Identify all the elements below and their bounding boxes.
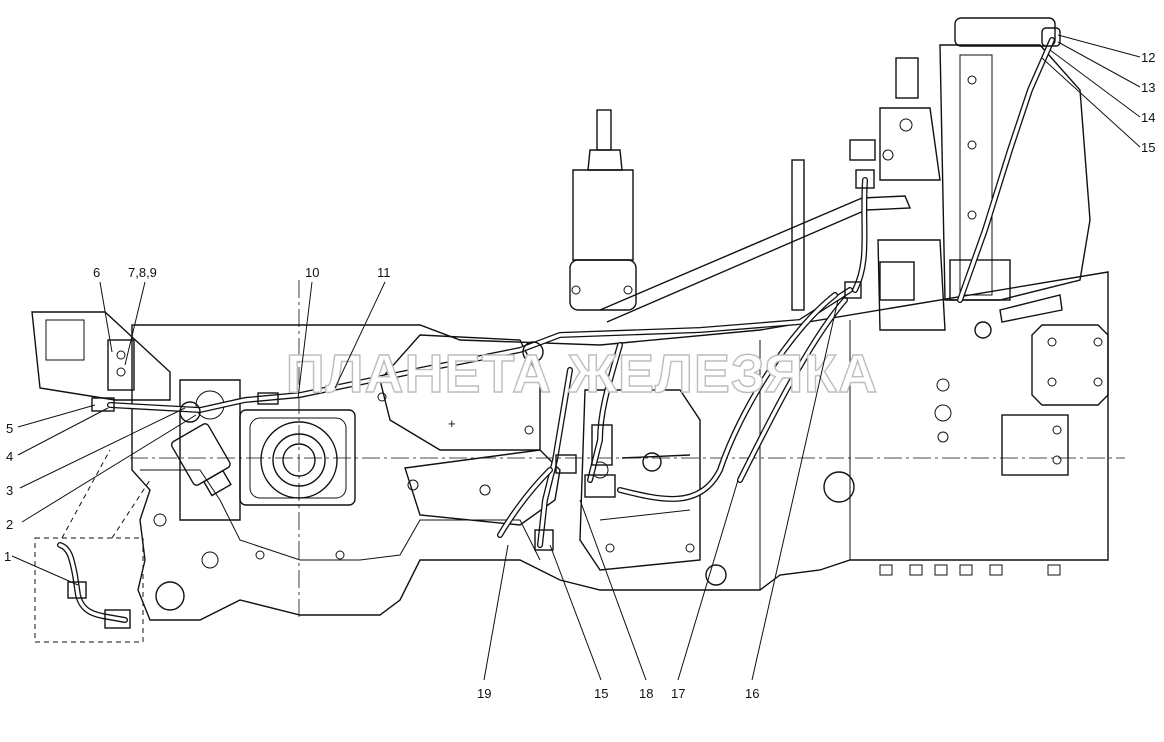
bottom-fasteners [879, 564, 1061, 576]
callout-labels: 1 2 3 4 5 6 7,8,9 10 11 12 13 14 15 19 1… [4, 50, 1155, 701]
callout-15-bottom: 15 [594, 686, 608, 701]
hydraulic-pipes [107, 37, 1055, 548]
callout-16: 16 [745, 686, 759, 701]
callout-2: 2 [6, 517, 13, 532]
bracket-cylinder [170, 423, 232, 497]
callout-14: 14 [1141, 110, 1155, 125]
hydraulic-cylinder [569, 109, 637, 311]
plus-mark: + [448, 416, 456, 431]
callout-12: 12 [1141, 50, 1155, 65]
detail-view [34, 449, 151, 643]
callout-13: 13 [1141, 80, 1155, 95]
callout-17: 17 [671, 686, 685, 701]
watermark: ПЛАНЕТА ЖЕЛЕЗЯКА [286, 344, 878, 404]
callout-6: 6 [93, 265, 100, 280]
distributor-valve [579, 389, 701, 571]
callout-18: 18 [639, 686, 653, 701]
tie-rod [599, 195, 912, 323]
callout-15-top: 15 [1141, 140, 1155, 155]
side-cover-plate [1001, 324, 1109, 476]
callout-3: 3 [6, 483, 13, 498]
axle-hub [179, 379, 356, 521]
callout-7-8-9: 7,8,9 [128, 265, 157, 280]
callout-4: 4 [6, 449, 13, 464]
hydraulic-pump [849, 57, 946, 331]
callout-19: 19 [477, 686, 491, 701]
callout-5: 5 [6, 421, 13, 436]
callout-1: 1 [4, 549, 11, 564]
callout-10: 10 [305, 265, 319, 280]
leader-lines [11, 34, 1141, 681]
vertical-post [791, 159, 805, 311]
callout-11: 11 [377, 265, 391, 280]
pipe-fittings [91, 27, 1061, 551]
